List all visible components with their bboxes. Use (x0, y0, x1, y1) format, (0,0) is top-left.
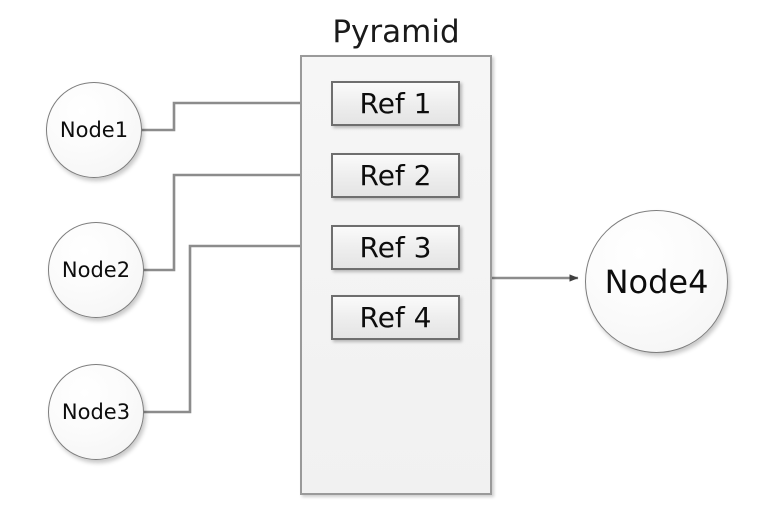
connector-node3-to-ref3 (143, 242, 323, 414)
group-container-pyramid[interactable] (300, 55, 492, 495)
ref-box-4[interactable]: Ref 4 (331, 295, 460, 340)
node-circle-node3[interactable]: Node3 (48, 364, 144, 460)
node-circle-node1[interactable]: Node1 (46, 82, 142, 178)
group-title-pyramid: Pyramid (332, 14, 460, 50)
connector-node2-to-ref2 (143, 171, 323, 272)
node-circle-node2[interactable]: Node2 (48, 222, 144, 318)
connector-node1-to-ref1 (141, 99, 323, 132)
ref-box-2[interactable]: Ref 2 (331, 153, 460, 198)
node-circle-node4[interactable]: Node4 (585, 210, 728, 353)
ref-box-1[interactable]: Ref 1 (331, 81, 460, 126)
ref-box-3[interactable]: Ref 3 (331, 225, 460, 270)
